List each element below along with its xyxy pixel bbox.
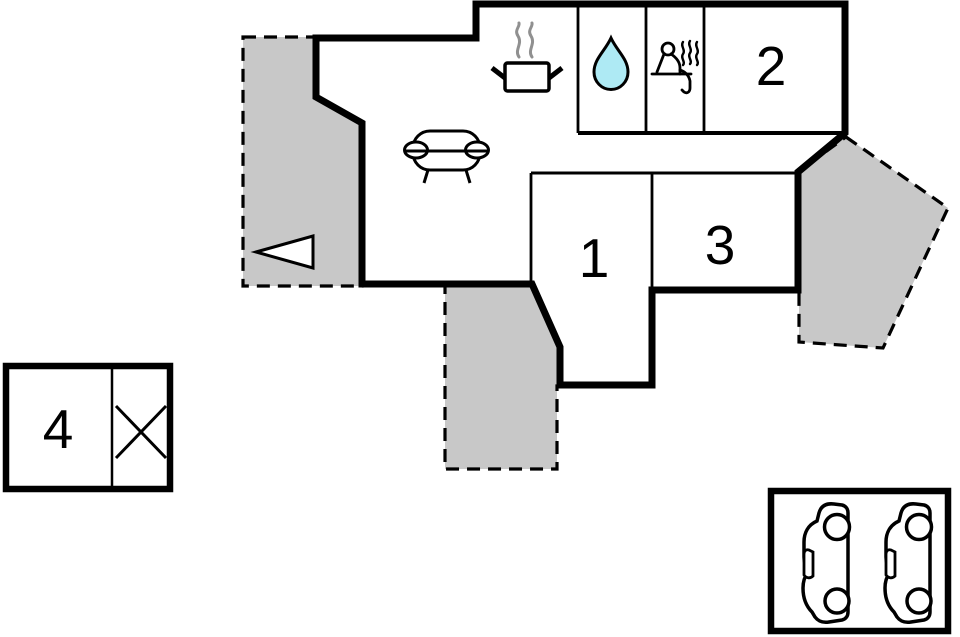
steam-icon bbox=[528, 21, 535, 59]
house-outline bbox=[312, 0, 849, 389]
room-4-label: 4 bbox=[43, 398, 74, 460]
carport bbox=[767, 487, 952, 635]
interior-walls bbox=[529, 4, 845, 290]
heat-waves-icon bbox=[680, 39, 700, 67]
cooking-pot-icon bbox=[490, 21, 564, 93]
sofa-icon bbox=[403, 129, 490, 184]
annex-building: 4 bbox=[2, 362, 174, 493]
room-2-label: 2 bbox=[756, 35, 787, 97]
room-3-label: 3 bbox=[705, 214, 736, 276]
cross-icon bbox=[114, 404, 168, 460]
water-drop-icon bbox=[592, 34, 630, 91]
entrance-arrow-icon bbox=[250, 234, 315, 270]
room-1-label: 1 bbox=[579, 227, 610, 289]
sauna-icon bbox=[650, 39, 700, 95]
right-terrace bbox=[797, 135, 951, 350]
steam-icon bbox=[515, 21, 522, 59]
